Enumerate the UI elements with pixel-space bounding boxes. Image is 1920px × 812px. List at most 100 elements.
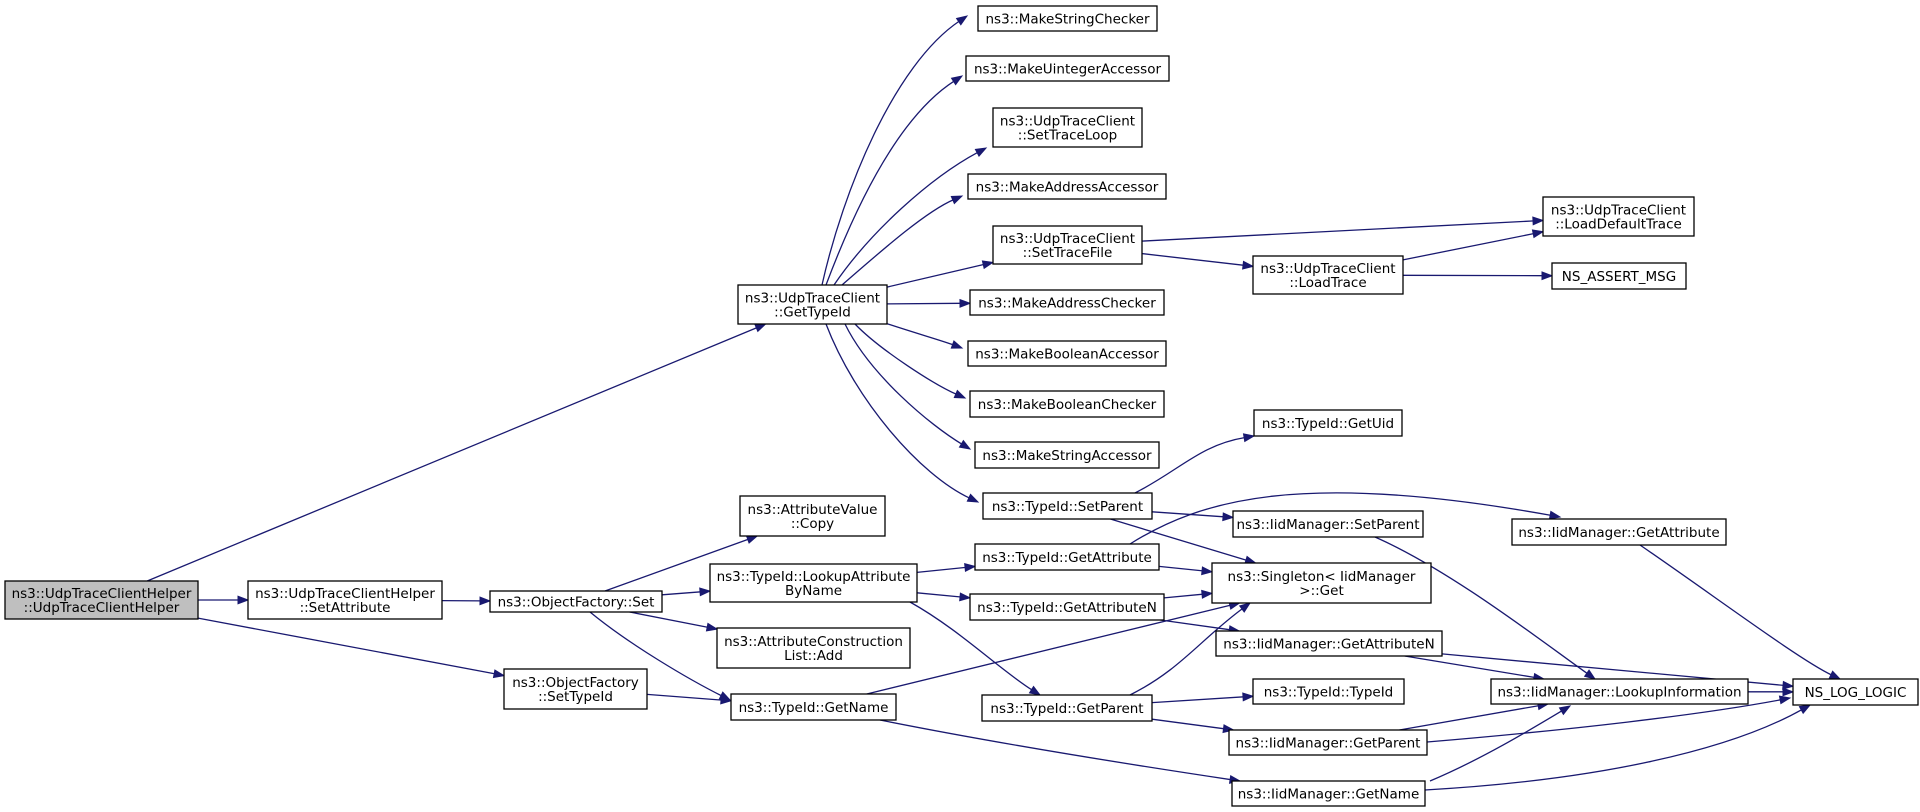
node-object-factory-set[interactable]: ns3::ObjectFactory::Set [489, 590, 663, 613]
edge-typeid_get_name-to-iid_manager_get_name [879, 719, 1242, 784]
node-iid-manager-set-parent[interactable]: ns3::IidManager::SetParent [1232, 510, 1424, 538]
edge-typeid_set_parent-to-typeid_get_uid [1134, 433, 1256, 494]
node-box [503, 668, 648, 710]
edge-line [1141, 220, 1535, 242]
arrowhead-icon [1242, 260, 1255, 270]
node-typeid-get-uid[interactable]: ns3::TypeId::GetUid [1253, 409, 1403, 437]
node-iid-manager-lookup-information[interactable]: ns3::IidManager::LookupInformation [1490, 678, 1749, 705]
node-typeid-typeid[interactable]: ns3::TypeId::TypeId [1252, 678, 1405, 705]
edge-typeid_lookup_attribute_by_name-to-typeid_get_parent [909, 601, 1042, 696]
node-label: ::Copy [791, 516, 834, 532]
node-helper-set-attribute[interactable]: ns3::UdpTraceClientHelper::SetAttribute [247, 580, 443, 620]
node-box [489, 590, 663, 613]
edge-helper_set_attribute-to-object_factory_set [441, 596, 492, 606]
node-typeid-get-parent[interactable]: ns3::TypeId::GetParent [981, 694, 1153, 722]
node-root[interactable]: ns3::UdpTraceClientHelper::UdpTraceClien… [4, 580, 199, 620]
node-typeid-set-parent[interactable]: ns3::TypeId::SetParent [982, 492, 1153, 520]
node-box [967, 340, 1167, 367]
node-ns-assert-msg[interactable]: NS_ASSERT_MSG [1551, 262, 1687, 290]
edge-line [825, 323, 971, 499]
arrowhead-icon [955, 15, 969, 26]
node-load-default-trace[interactable]: ns3::UdpTraceClient::LoadDefaultTrace [1542, 196, 1695, 237]
node-ns-log-logic[interactable]: NS_LOG_LOGIC [1792, 678, 1919, 706]
edge-root-to-object_factory_set_type_id [197, 617, 506, 679]
node-set-trace-file[interactable]: ns3::UdpTraceClient::SetTraceFile [992, 225, 1143, 265]
edge-set_trace_file-to-load_trace [1141, 252, 1255, 270]
edge-root-to-helper_set_attribute [198, 595, 250, 605]
arrowhead-icon [959, 298, 972, 308]
edge-line [1158, 565, 1204, 572]
node-udp-trace-client-get-type-id[interactable]: ns3::UdpTraceClient::GetTypeId [737, 284, 888, 325]
edge-line [1374, 536, 1589, 675]
node-box [4, 580, 199, 620]
node-label: ns3::IidManager::LookupInformation [1497, 685, 1741, 701]
node-singleton-get[interactable]: ns3::Singleton< IidManager>::Get [1211, 562, 1432, 604]
node-set-trace-loop[interactable]: ns3::UdpTraceClient::SetTraceLoop [992, 107, 1143, 148]
edge-typeid_get_parent-to-singleton_get [1129, 602, 1252, 696]
node-make-string-accessor[interactable]: ns3::MakeStringAccessor [974, 441, 1160, 469]
edge-line [879, 719, 1232, 781]
node-make-string-checker[interactable]: ns3::MakeStringChecker [977, 5, 1158, 32]
node-label: ns3::TypeId::TypeId [1264, 685, 1394, 701]
node-label: ns3::UdpTraceClientHelper [255, 586, 435, 602]
node-make-uinteger-accessor[interactable]: ns3::MakeUintegerAccessor [965, 55, 1170, 82]
node-label: ns3::TypeId::GetUid [1262, 416, 1394, 432]
arrowhead-icon [699, 587, 712, 597]
edge-line [629, 611, 709, 629]
arrowhead-icon [705, 622, 719, 632]
arrowhead-icon [1548, 510, 1562, 520]
node-make-address-accessor[interactable]: ns3::MakeAddressAccessor [967, 173, 1167, 200]
arrowhead-icon [1222, 512, 1235, 522]
arrowhead-icon [720, 695, 733, 705]
node-typeid-get-attribute-n[interactable]: ns3::TypeId::GetAttributeN [969, 593, 1165, 621]
node-label: ns3::UdpTraceClient [745, 291, 880, 307]
node-iid-manager-get-parent[interactable]: ns3::IidManager::GetParent [1228, 729, 1428, 756]
arrowhead-icon [981, 260, 995, 270]
edge-iid_manager_get_parent-to-ns_log_logic [1426, 695, 1792, 743]
node-label: NS_ASSERT_MSG [1562, 269, 1676, 285]
edge-root-to-udp_trace_client_get_type_id [146, 323, 767, 582]
node-box [1792, 678, 1919, 706]
node-label: ::SetTraceLoop [1018, 128, 1117, 144]
node-iid-manager-get-name[interactable]: ns3::IidManager::GetName [1231, 780, 1426, 807]
edge-iid_manager_get_name-to-ns_log_logic [1424, 704, 1812, 791]
edge-line [1151, 696, 1245, 704]
node-label: NS_LOG_LOGIC [1805, 685, 1907, 701]
node-typeid-get-attribute[interactable]: ns3::TypeId::GetAttribute [974, 543, 1160, 571]
edge-object_factory_set-to-typeid_lookup_attribute_by_name [661, 587, 712, 597]
node-typeid-get-name[interactable]: ns3::TypeId::GetName [730, 693, 897, 721]
node-label: ns3::UdpTraceClient [1000, 114, 1135, 130]
node-attribute-value-copy[interactable]: ns3::AttributeValue::Copy [739, 495, 886, 537]
node-iid-manager-get-attribute-n[interactable]: ns3::IidManager::GetAttributeN [1215, 630, 1443, 657]
node-label: ns3::MakeStringChecker [985, 12, 1149, 28]
edge-udp_trace_client_get_type_id-to-set_trace_loop [833, 147, 988, 286]
node-object-factory-set-type-id[interactable]: ns3::ObjectFactory::SetTypeId [503, 668, 648, 710]
edge-line [1151, 718, 1225, 730]
edge-typeid_get_attribute-to-iid_manager_get_attribute [1129, 492, 1562, 545]
edge-line [1163, 593, 1204, 599]
node-box [992, 225, 1143, 265]
arrowhead-icon [754, 323, 767, 333]
edge-line [825, 80, 955, 286]
arrowhead-icon [1238, 602, 1252, 613]
arrowhead-icon [479, 596, 492, 606]
node-make-address-checker[interactable]: ns3::MakeAddressChecker [969, 289, 1165, 316]
node-make-boolean-accessor[interactable]: ns3::MakeBooleanAccessor [967, 340, 1167, 367]
edge-line [1429, 710, 1563, 782]
edge-typeid_get_attribute-to-singleton_get [1158, 565, 1214, 576]
node-label: ns3::TypeId::GetName [739, 700, 889, 716]
node-label: ns3::UdpTraceClient [1551, 203, 1686, 219]
edge-load_trace-to-load_default_trace [1402, 229, 1545, 261]
node-box [247, 580, 443, 620]
node-iid-manager-get-attribute[interactable]: ns3::IidManager::GetAttribute [1511, 518, 1727, 546]
node-make-boolean-checker[interactable]: ns3::MakeBooleanChecker [969, 390, 1165, 418]
node-box [1253, 409, 1403, 437]
arrowhead-icon [1531, 229, 1545, 239]
node-label: ns3::UdpTraceClient [1000, 231, 1135, 247]
arrowhead-icon [950, 75, 964, 86]
arrowhead-icon [1242, 692, 1255, 702]
edge-iid_manager_get_name-to-iid_manager_lookup_information [1429, 705, 1572, 782]
node-load-trace[interactable]: ns3::UdpTraceClient::LoadTrace [1252, 255, 1404, 295]
